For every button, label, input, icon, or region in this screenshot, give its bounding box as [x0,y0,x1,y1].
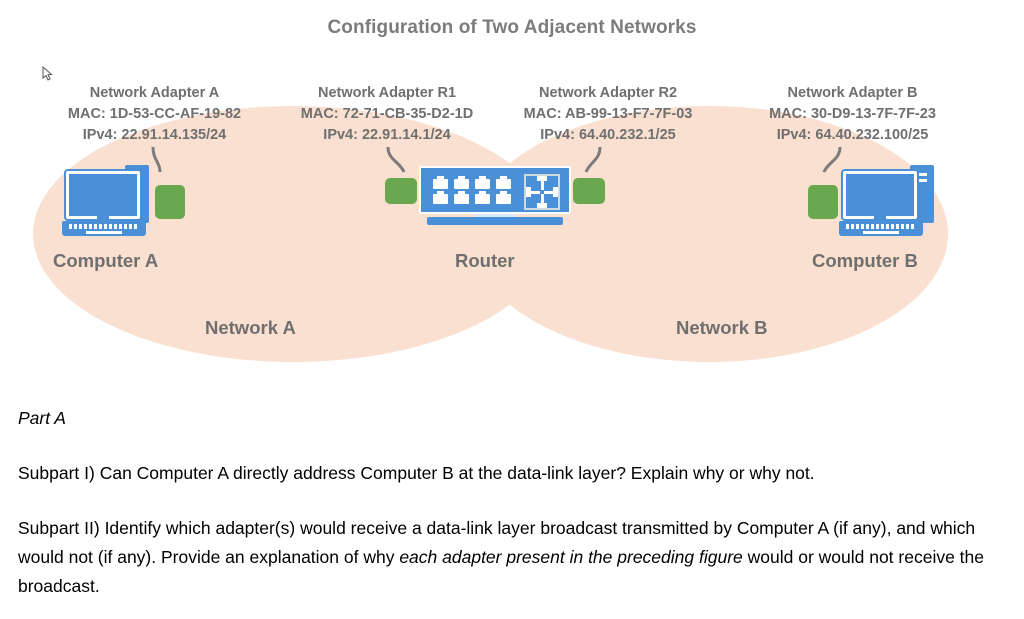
computer-a-keyboard [62,221,146,236]
computer-a-label: Computer A [53,250,159,271]
computer-a-stand [97,216,109,224]
computer-b-keyboard [839,221,923,236]
adapter-b-name: Network Adapter B [787,85,918,101]
adapter-a-name: Network Adapter A [89,85,220,101]
adapter-r1-mac: MAC: 72-71-CB-35-D2-1D [300,106,474,122]
mouse-cursor-icon [42,66,53,81]
network-a-label: Network A [205,317,296,338]
router-device [385,166,605,232]
adapter-b-mac: MAC: 30-D9-13-7F-7F-23 [769,106,936,122]
computer-a-monitor [66,171,140,219]
adapter-info-r1: Network Adapter R1 MAC: 72-71-CB-35-D2-1… [277,83,497,146]
adapter-r2-mac: MAC: AB-99-13-F7-7F-03 [523,106,693,122]
computer-b-label: Computer B [812,250,918,271]
adapter-r1-name: Network Adapter R1 [317,85,457,101]
part-a-label: Part A [18,408,66,428]
four-arrows-inward-icon [524,174,560,210]
router-port-icon [433,176,448,189]
adapter-b-ipv4: IPv4: 64.40.232.100/25 [776,127,929,143]
router-port-icon [475,190,490,204]
computer-b-stand [874,216,886,224]
router-label: Router [455,250,515,271]
adapter-a-nic-icon [155,185,185,219]
computer-b-monitor [843,171,917,219]
computer-a-icon [62,163,180,236]
adapter-r1-nic-icon [385,178,417,204]
router-port-icon [496,190,511,204]
subpart-2-post: would or would not receive the broadcast… [18,547,985,596]
adapter-r2-ipv4: IPv4: 64.40.232.1/25 [540,127,676,143]
router-port-icon [433,190,448,204]
computer-b-icon [830,163,948,236]
subpart-2-emphasis: each adapter present in the preceding fi… [399,547,743,567]
router-port-icon [454,176,469,189]
questions-section: Part A Subpart I) Can Computer A directl… [18,404,1008,601]
leader-lines [151,146,842,173]
adapter-b-nic-icon [808,185,838,219]
adapter-r2-nic-icon [573,178,605,204]
adapter-r2-name: Network Adapter R2 [538,85,678,101]
router-port-icon [454,190,469,204]
router-port-icon [496,176,511,189]
subpart-2-pre: Subpart II) Identify which adapter(s) wo… [18,518,976,567]
router-port-icon [475,176,490,189]
network-diagram-figure: Configuration of Two Adjacent Networks N… [33,17,970,362]
subpart-2-text: Subpart II) Identify which adapter(s) wo… [18,514,1008,601]
subpart-1-text: Subpart I) Can Computer A directly addre… [18,463,815,483]
router-chassis [419,166,571,214]
router-base [427,217,563,225]
adapter-a-mac: MAC: 1D-53-CC-AF-19-82 [67,106,242,122]
figure-title: Configuration of Two Adjacent Networks [327,17,697,38]
adapter-info-a: Network Adapter A MAC: 1D-53-CC-AF-19-82… [42,83,267,146]
adapter-info-r2: Network Adapter R2 MAC: AB-99-13-F7-7F-0… [497,83,719,146]
adapter-r1-ipv4: IPv4: 22.91.14.1/24 [323,127,451,143]
adapter-a-ipv4: IPv4: 22.91.14.135/24 [82,127,227,143]
adapter-info-b: Network Adapter B MAC: 30-D9-13-7F-7F-23… [735,83,970,146]
network-b-label: Network B [676,317,768,338]
router-neck [475,212,515,219]
router-ports-group [433,176,513,205]
